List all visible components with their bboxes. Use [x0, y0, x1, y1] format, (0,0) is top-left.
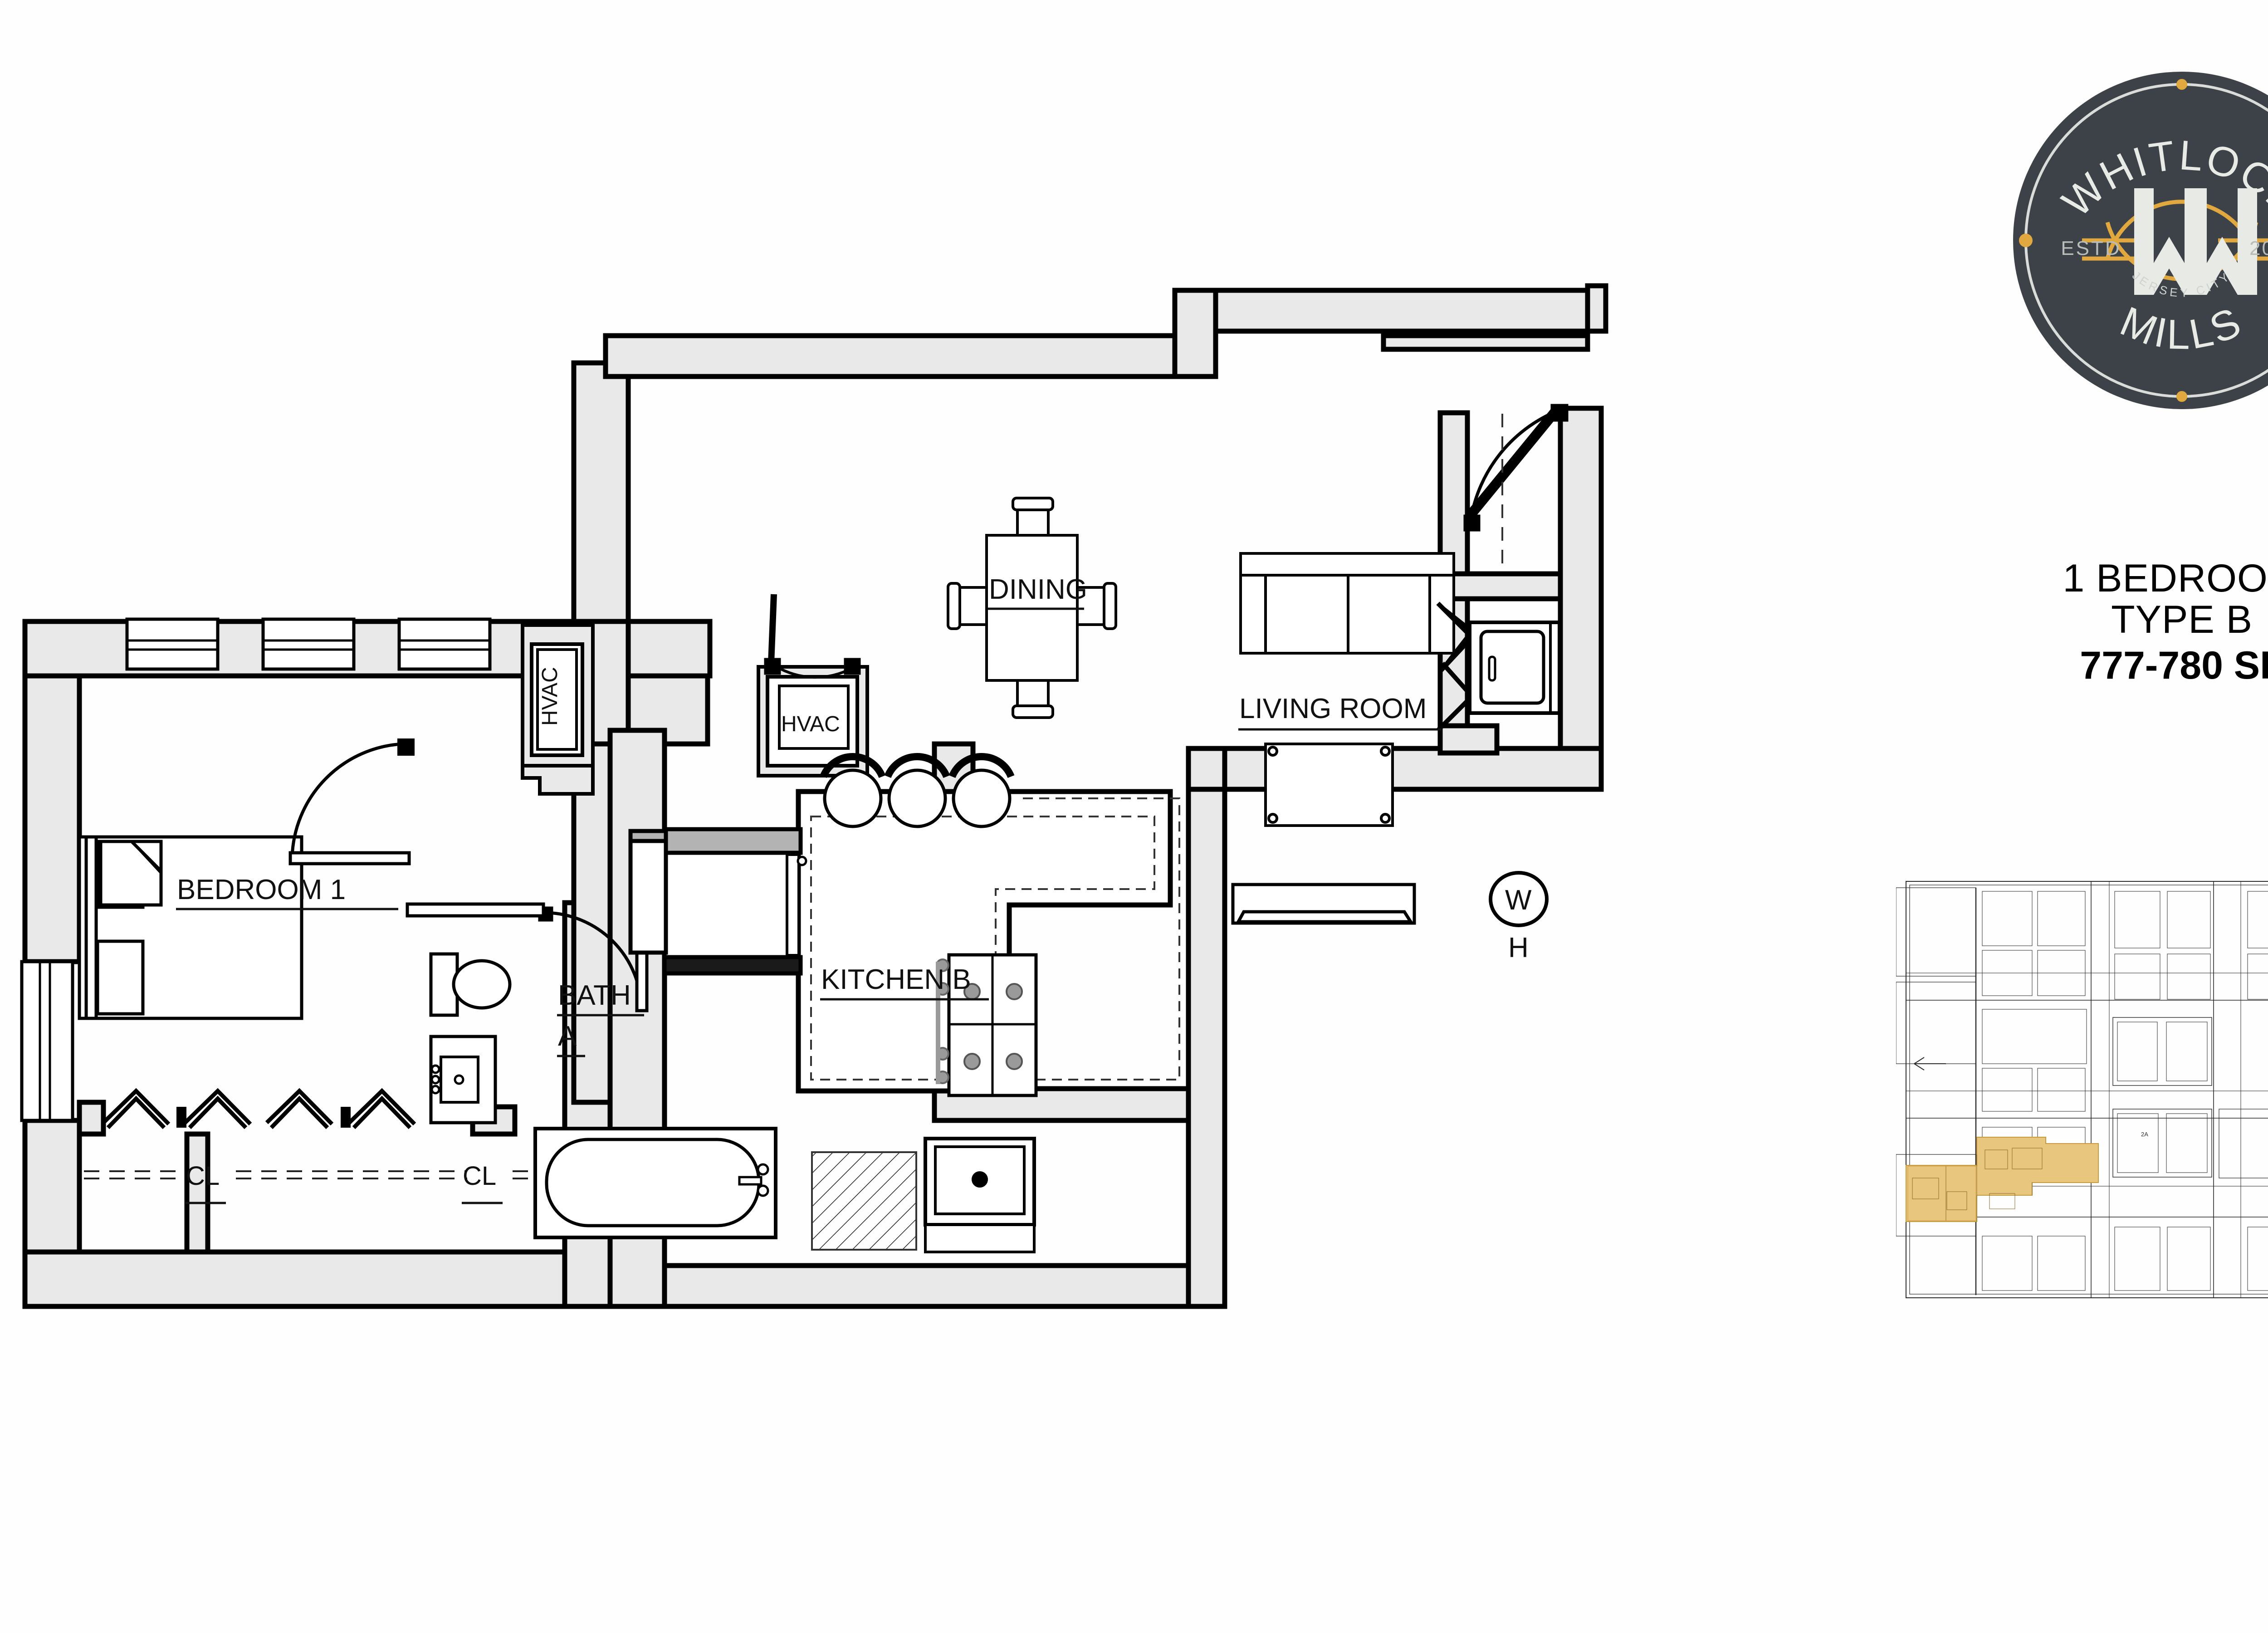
media-console	[1231, 883, 1416, 925]
logo-ring-dot-top	[2176, 79, 2187, 90]
whitlock-mills-logo: WHITLOCK MILLS JERSEY CITY ESTD 2018	[2009, 68, 2268, 413]
label-living-room: LIVING ROOM	[1239, 693, 1427, 724]
range-cooktop	[936, 953, 1038, 1097]
label-dining: DINING	[989, 574, 1087, 605]
bedroom-door	[288, 738, 415, 865]
refrigerator	[662, 827, 807, 976]
label-closet-2: CL	[463, 1161, 496, 1191]
bedroom-west-window	[20, 960, 74, 1122]
bed-furniture	[78, 835, 303, 1020]
label-washer: W	[1505, 885, 1532, 916]
logo-monogram	[2134, 188, 2257, 295]
kitchen-sink	[924, 1137, 1036, 1253]
unit-type-line: 1 BEDROOM	[2063, 557, 2268, 600]
hall-counter	[628, 829, 668, 955]
bar-stools	[820, 753, 1015, 828]
label-closet-1: CL	[186, 1161, 220, 1191]
water-heater-circle	[1489, 871, 1549, 927]
label-heater: H	[1508, 932, 1529, 963]
title-block: 1 BEDROOM TYPE B 777-780 SF	[1964, 557, 2268, 691]
label-hvac-left: HVAC	[538, 667, 562, 726]
closet-bifold-doors	[102, 1088, 416, 1129]
building-key-plan: 2A	[1896, 837, 2268, 1320]
logo-ring-dot-bottom	[2176, 391, 2187, 402]
label-bath-a-line1: BATH	[558, 980, 631, 1011]
dishwasher	[811, 1151, 917, 1251]
bath-fixtures	[429, 952, 777, 1239]
label-hvac-right: HVAC	[781, 712, 840, 736]
unit-floor-plan: BEDROOM 1 BATH A CL CL KITCHEN B DINING …	[20, 283, 1608, 1309]
label-kitchen-b: KITCHEN B	[821, 964, 971, 995]
bath-door	[406, 902, 649, 1012]
hvac-closet-left	[521, 623, 595, 796]
sofa	[1239, 552, 1455, 655]
hvac-closet-right	[757, 594, 869, 777]
room-labels: BEDROOM 1 BATH A CL CL KITCHEN B DINING …	[176, 574, 1532, 1204]
washer-dryer-unit	[1468, 621, 1561, 715]
unit-walls	[22, 283, 1608, 1309]
label-bath-a-line2: A	[558, 1021, 577, 1052]
kitchen-counters	[796, 789, 1173, 1094]
coffee-table	[1264, 743, 1394, 827]
key-plan-highlight-unit	[1906, 1137, 2099, 1222]
entry-door	[1463, 404, 1569, 532]
logo-established-year: 2018	[2249, 237, 2268, 259]
logo-ring-dot-left	[2019, 234, 2033, 247]
label-bedroom-1: BEDROOM 1	[177, 874, 346, 905]
unit-plan-line: TYPE B	[2111, 598, 2253, 642]
unit-area-line: 777-780 SF	[2080, 644, 2268, 688]
key-plan-unit-marker: 2A	[2141, 1131, 2148, 1138]
bedroom-window-band	[125, 617, 492, 671]
kitchen-counter-edges	[810, 797, 1180, 1081]
logo-established-label: ESTD	[2061, 237, 2121, 259]
